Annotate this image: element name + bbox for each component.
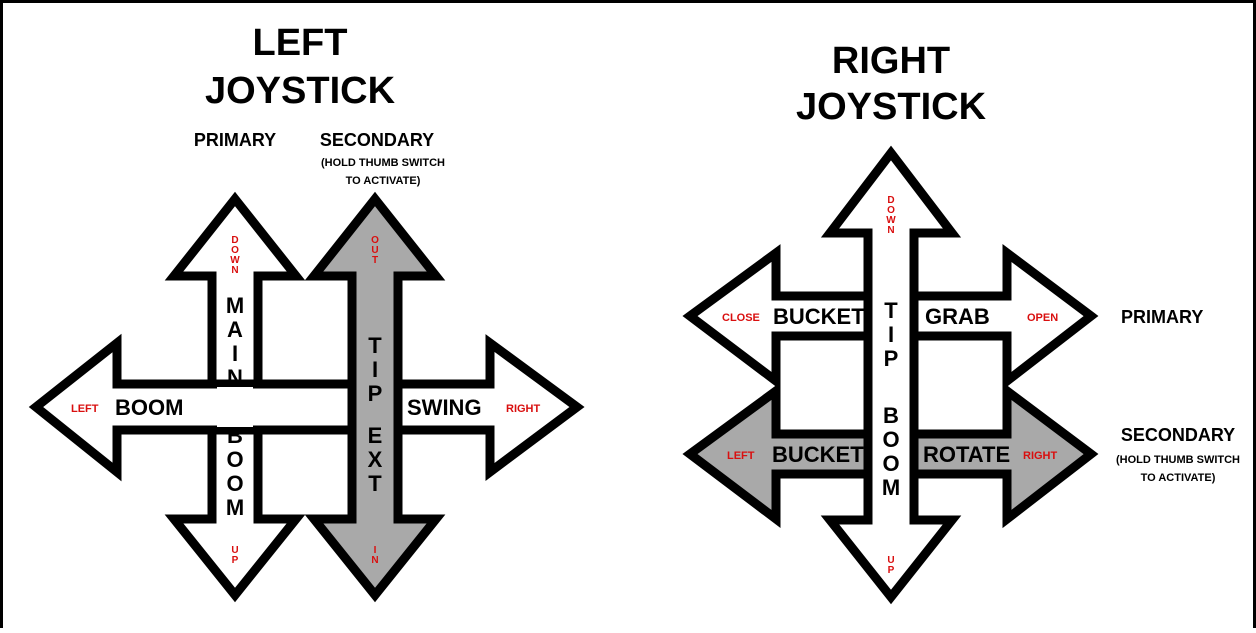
left-secondary-note-line2: TO ACTIVATE)	[346, 175, 421, 187]
boom-left-dir: LEFT	[71, 403, 99, 415]
right-title-line1: RIGHT	[832, 40, 950, 82]
bucket-left-dir: LEFT	[727, 450, 755, 462]
swing-right-dir: RIGHT	[506, 403, 541, 415]
left-primary-heading: PRIMARY	[194, 130, 276, 150]
left-title-line1: LEFT	[253, 22, 348, 64]
bucket-close-word: BUCKET	[773, 304, 865, 329]
boom-left-word: BOOM	[115, 395, 183, 420]
grab-open-word: GRAB	[925, 304, 990, 329]
swing-right-word: SWING	[407, 395, 482, 420]
tip-boom-arrow	[820, 145, 962, 605]
left-title-line2: JOYSTICK	[205, 70, 396, 112]
rotate-right-word: ROTATE	[923, 442, 1010, 467]
left-secondary-heading: SECONDARY	[320, 130, 434, 150]
right-secondary-note-line1: (HOLD THUMB SWITCH	[1116, 454, 1240, 466]
joystick-diagram: LEFT JOYSTICK PRIMARY SECONDARY (HOLD TH…	[28, 22, 1240, 605]
right-primary-label: PRIMARY	[1121, 307, 1203, 327]
left-joystick: LEFT JOYSTICK PRIMARY SECONDARY (HOLD TH…	[28, 22, 585, 603]
right-secondary-note-line2: TO ACTIVATE)	[1141, 472, 1216, 484]
rotate-right-dir: RIGHT	[1023, 450, 1058, 462]
right-title-line2: JOYSTICK	[796, 86, 987, 128]
bucket-left-word: BUCKET	[772, 442, 864, 467]
grab-open-dir: OPEN	[1027, 312, 1058, 324]
tip-ext-arrow	[304, 191, 446, 603]
right-secondary-label: SECONDARY	[1121, 425, 1235, 445]
left-secondary-note-line1: (HOLD THUMB SWITCH	[321, 157, 445, 169]
bucket-close-dir: CLOSE	[722, 312, 760, 324]
